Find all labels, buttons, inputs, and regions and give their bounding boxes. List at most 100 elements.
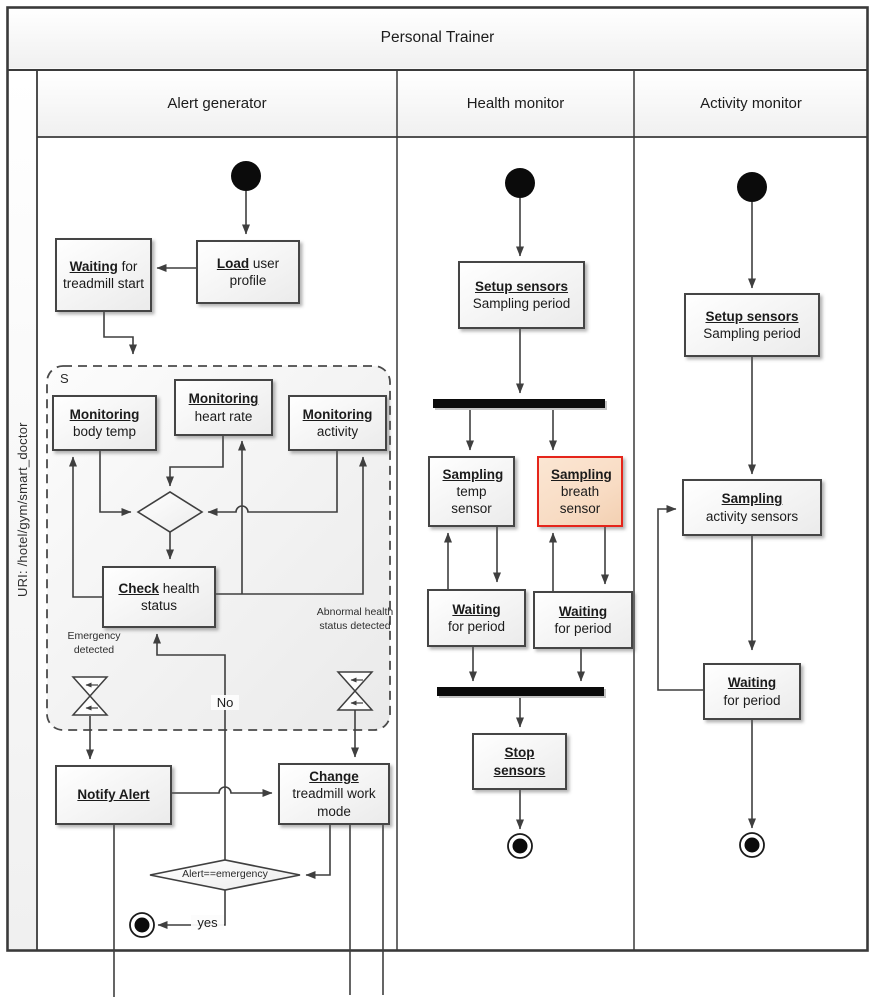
action-label-text: health status (140, 580, 200, 613)
swimlane-frame (6, 6, 869, 952)
action-label-emphasis: Monitoring (302, 406, 373, 422)
action-hm-waiting-for-period-left: Waiting for period (427, 589, 526, 647)
action-label-emphasis: Sampling (551, 466, 612, 482)
action-label-emphasis: Load (216, 255, 250, 271)
diagram-title: Personal Trainer (380, 29, 495, 46)
alert-decision-diamond (149, 859, 301, 891)
final-node-activity (739, 832, 765, 858)
action-monitoring-body-temp: Monitoring body temp (52, 395, 157, 451)
decision-label-alert-emergency: Alert==emergency (182, 868, 268, 880)
action-label-emphasis: Notify Alert (77, 787, 150, 803)
fork-bar (433, 399, 605, 408)
action-label-emphasis: Check (118, 580, 159, 596)
action-label: Check health status (107, 580, 211, 615)
edge-label-no: No (211, 695, 239, 710)
action-label-text: activity sensors (705, 508, 799, 524)
signal-label-emergency-detected: Emergency detected (67, 630, 121, 656)
uri-label: URI: /hotel/gym/smart_doctor (15, 422, 30, 598)
action-label-emphasis: Monitoring (69, 406, 140, 422)
signal-label-abnormal-detected: Abnormal health status detected (316, 606, 394, 632)
action-label-text: treadmill work mode (292, 786, 376, 819)
action-hm-waiting-for-period-right: Waiting for period (533, 591, 633, 649)
decision-nodes (136, 491, 301, 891)
final-nodes (129, 832, 765, 938)
action-label-text: user profile (229, 255, 280, 288)
action-label: Monitoring body temp (70, 406, 140, 441)
action-label-emphasis: Monitoring (188, 391, 259, 407)
action-label-text: for period (723, 692, 781, 708)
action-stop-sensors: Stop sensors (472, 733, 567, 790)
action-label: Waiting for period (448, 601, 505, 636)
action-label-text: Sampling period (472, 296, 571, 311)
action-label: Stop sensors (487, 744, 553, 779)
action-label-emphasis: Waiting (452, 601, 501, 617)
final-node-alert (129, 912, 155, 938)
lane-header-alert-generator: Alert generator (167, 94, 267, 112)
time-event-emergency (71, 676, 109, 716)
action-label: Notify Alert (77, 786, 149, 803)
action-label-emphasis: Sampling (721, 491, 783, 507)
initial-node-activity (737, 172, 767, 202)
action-label-emphasis: Waiting (69, 258, 118, 274)
alert-generator-edges (69, 191, 367, 929)
action-label-emphasis: Waiting (727, 675, 777, 691)
action-label-text: for treadmill start (62, 258, 145, 291)
action-label: Waiting for treadmill start (60, 258, 147, 293)
lane-header-health-monitor: Health monitor (466, 94, 565, 112)
action-load-user-profile: Load user profile (196, 240, 300, 304)
edge-label-yes: yes (191, 915, 224, 930)
action-notify-alert: Notify Alert (55, 765, 172, 825)
health-monitor-edges (444, 198, 609, 830)
time-event-abnormal (336, 671, 374, 711)
final-node-health (507, 833, 533, 859)
action-label-text: body temp (72, 424, 137, 439)
initial-nodes (231, 161, 767, 202)
initial-node-health (505, 168, 535, 198)
activity-monitor-edges (657, 202, 756, 829)
action-check-health-status: Check health status (102, 566, 216, 628)
lane-header-activity-monitor: Activity monitor (700, 94, 802, 112)
action-label-emphasis: Change (309, 769, 359, 785)
action-label-emphasis: Setup sensors (705, 308, 799, 324)
interruptible-region (46, 365, 391, 731)
action-waiting-treadmill-start: Waiting for treadmill start (55, 238, 152, 312)
initial-node-alert (231, 161, 261, 191)
merge-diamond (136, 491, 204, 533)
action-label-text: for period (554, 621, 612, 636)
action-label-emphasis: Setup sensors (474, 278, 569, 294)
action-label-text: temp sensor (451, 483, 492, 517)
action-label-text: activity (316, 424, 359, 439)
join-bar (437, 687, 604, 696)
alert-generator-dangling-edges (113, 825, 384, 997)
action-label: Load user profile (201, 255, 295, 290)
action-label-text: Sampling period (703, 326, 801, 341)
action-label-text: heart rate (194, 408, 253, 424)
action-label: Waiting for period (554, 603, 611, 638)
fork-join-bars (433, 399, 607, 698)
action-label-emphasis: Sampling (442, 466, 504, 482)
region-label: S (60, 371, 69, 386)
action-label-emphasis: Waiting (558, 603, 608, 619)
action-label: Monitoring activity (303, 406, 373, 441)
action-label-text: breath sensor (559, 483, 601, 517)
action-monitoring-activity: Monitoring activity (288, 395, 387, 451)
action-label-text: for period (447, 619, 506, 634)
